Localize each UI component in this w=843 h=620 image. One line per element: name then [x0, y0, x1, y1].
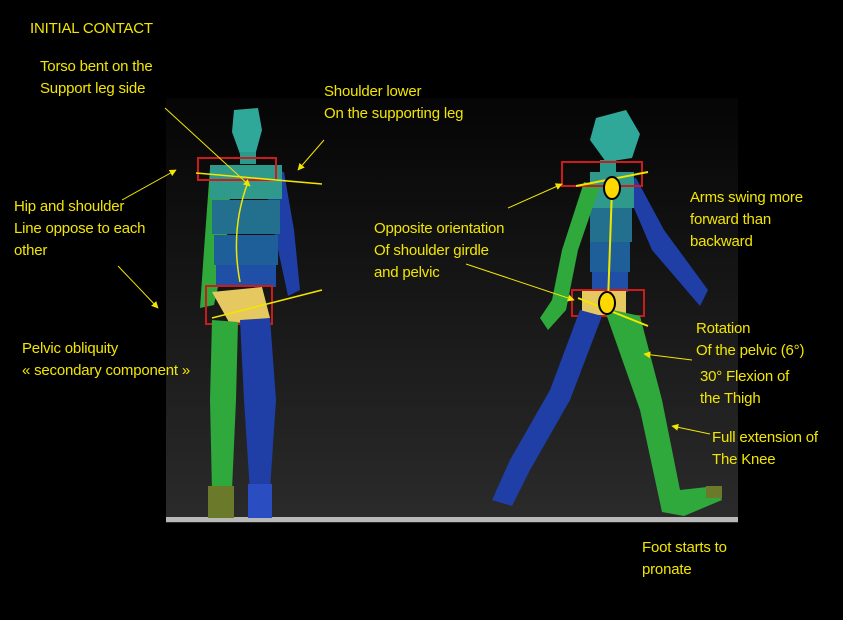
side-figure — [492, 110, 722, 516]
arrow-torso — [164, 107, 251, 187]
floor-line — [166, 517, 738, 522]
arrow-flexion — [643, 351, 693, 361]
front-leg-right — [240, 318, 276, 492]
front-head — [232, 108, 262, 154]
side-arm-back — [622, 178, 708, 306]
front-torso-2 — [212, 200, 280, 234]
side-hip-line — [577, 297, 649, 327]
side-leg-front — [604, 308, 722, 516]
front-torso-4 — [216, 265, 276, 287]
arrow-extension — [671, 423, 711, 435]
arrow-opposite-bottom — [465, 263, 575, 302]
side-leg-back — [492, 310, 602, 506]
side-head — [590, 110, 640, 162]
front-figure — [197, 108, 300, 518]
side-shoulder-marker — [603, 176, 621, 200]
side-hip-marker — [598, 291, 616, 315]
front-shoulder-line — [195, 172, 323, 185]
arrow-hip-shoulder-top — [121, 169, 177, 201]
side-axis-line — [607, 187, 613, 303]
arrow-shoulder — [297, 139, 325, 171]
front-foot-left — [208, 486, 234, 518]
front-spine-curve — [235, 181, 249, 283]
front-foot-right — [248, 484, 272, 518]
annotation-arrows — [117, 107, 711, 435]
title: INITIAL CONTACT — [30, 20, 153, 37]
arrow-opposite-top — [507, 183, 563, 209]
side-arm-front — [540, 182, 600, 330]
front-shoulder-box — [197, 157, 277, 181]
front-hip-line — [211, 289, 323, 319]
arrow-hip-shoulder-bottom — [117, 265, 159, 309]
side-torso-4 — [592, 272, 628, 292]
side-foot-front — [706, 486, 722, 498]
front-pelvis-box — [205, 285, 273, 325]
label-pelvic-obliquity: Pelvic obliquity« secondary component » — [22, 340, 191, 379]
front-torso-3 — [214, 235, 278, 265]
front-leg-left — [210, 320, 238, 492]
